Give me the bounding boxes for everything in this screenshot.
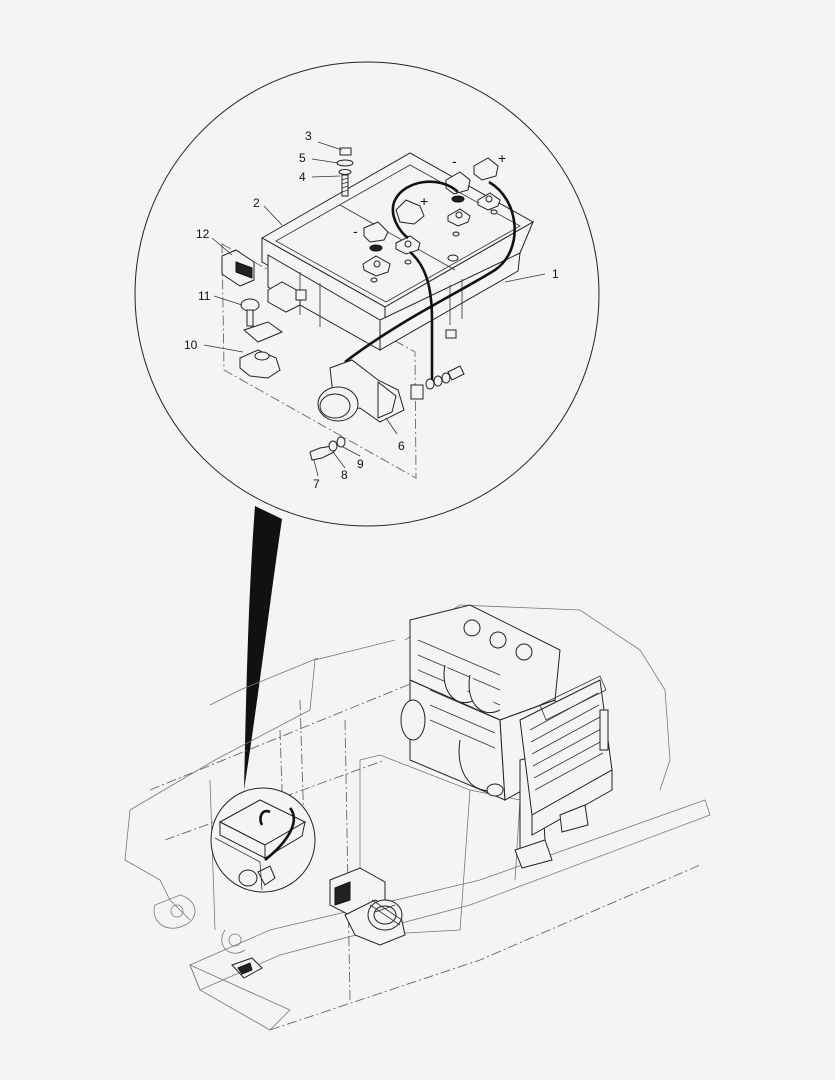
label-9: 9	[357, 457, 364, 471]
cable-crossover	[391, 180, 459, 240]
terminal-clamps	[362, 157, 501, 277]
callout-pointer	[244, 506, 282, 790]
terminal-sign-pos-right: +	[498, 150, 506, 166]
label-6: 6	[398, 439, 405, 453]
terminal-sign-pos-left: +	[420, 193, 428, 209]
label-2: 2	[253, 196, 260, 210]
label-3: 3	[305, 129, 312, 143]
hardware	[221, 147, 465, 461]
electrical-box	[231, 867, 406, 979]
radiator	[519, 675, 613, 836]
cable-part-1	[344, 180, 516, 364]
label-10: 10	[184, 338, 198, 352]
label-12: 12	[196, 227, 210, 241]
battery-cables	[344, 180, 516, 380]
label-4: 4	[299, 170, 306, 184]
terminal-sign-neg-left: -	[353, 223, 358, 239]
leader-lines	[203, 141, 546, 477]
label-11: 11	[198, 289, 211, 303]
terminal-sign-neg-right: -	[452, 153, 457, 169]
label-8: 8	[341, 468, 348, 482]
label-5: 5	[299, 151, 306, 165]
detail-view: 3 5 4 2 12 1 11 10 6 9 8 7 - + - +	[134, 61, 600, 527]
machine-overview	[124, 604, 711, 1031]
battery-location-callout	[210, 787, 316, 893]
engine	[400, 604, 561, 869]
part-labels: 3 5 4 2 12 1 11 10 6 9 8 7 - + - +	[184, 129, 559, 491]
battery	[260, 152, 535, 351]
cable-ground	[409, 251, 434, 380]
label-1: 1	[552, 267, 559, 281]
label-7: 7	[313, 477, 320, 491]
